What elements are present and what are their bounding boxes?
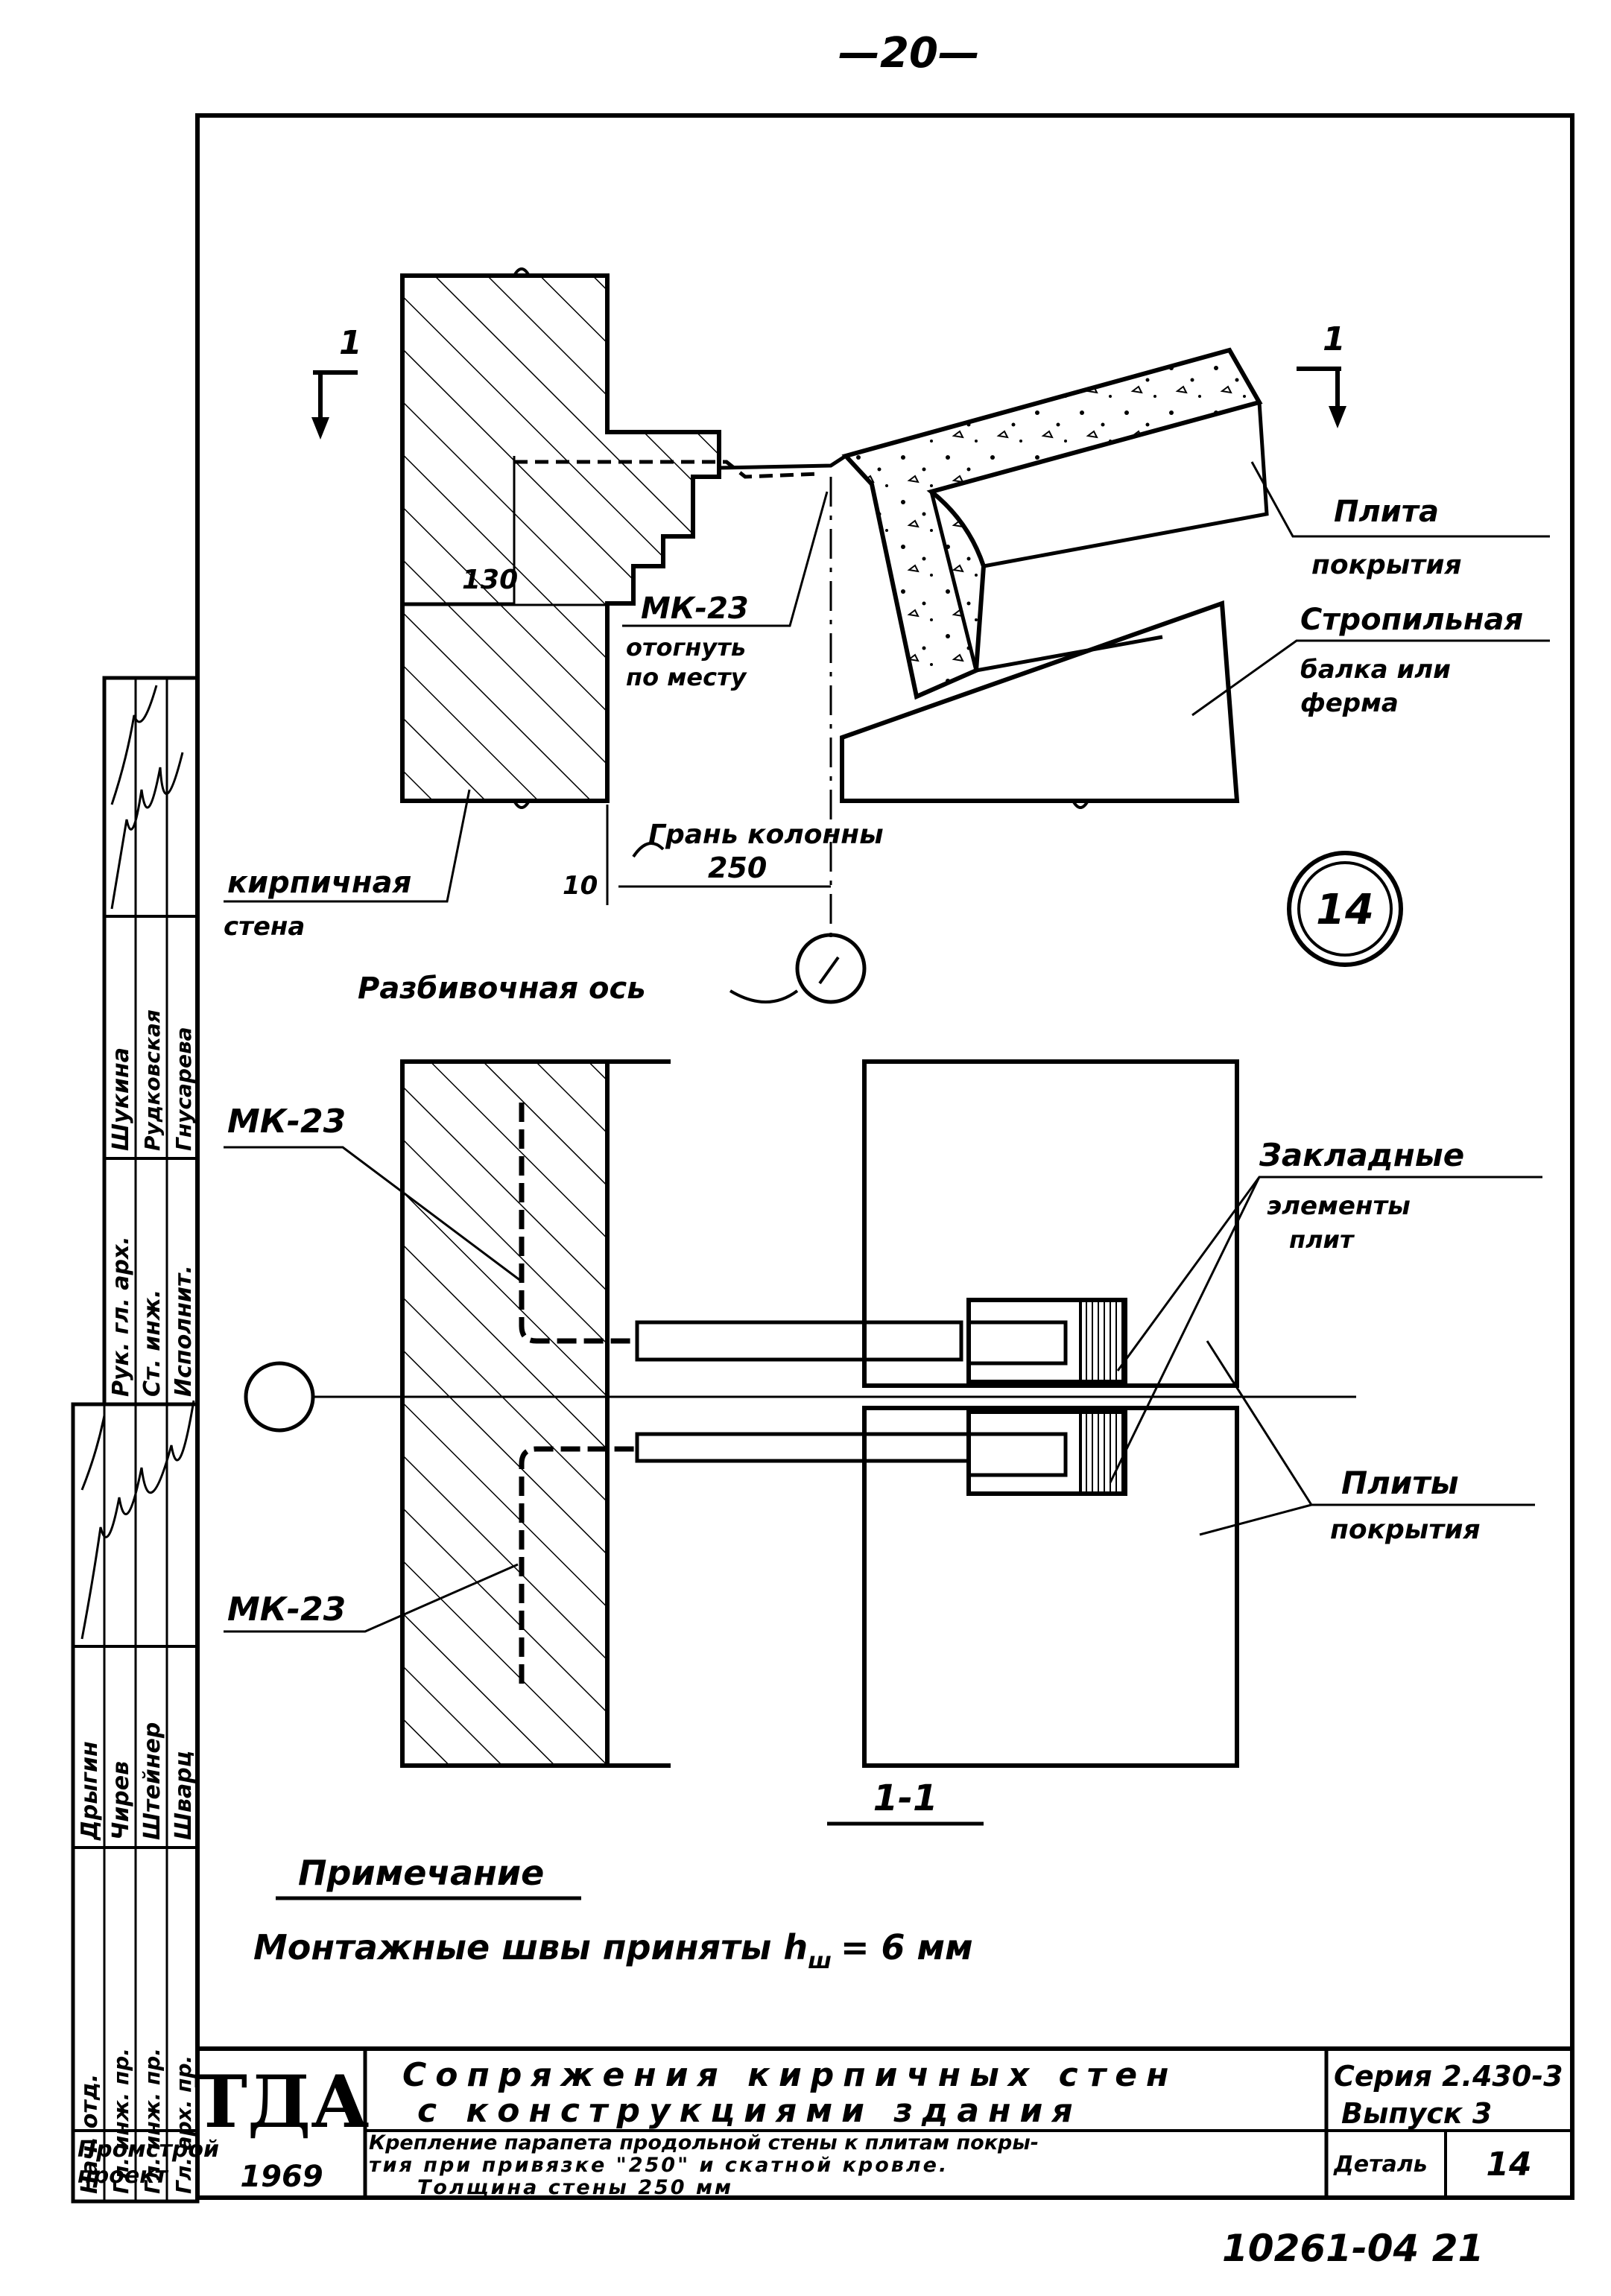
- label-brick-1: кирпичная: [227, 866, 411, 900]
- detail-label: Деталь: [1333, 2151, 1428, 2178]
- title-line-1: Сопряжения кирпичных стен: [402, 2056, 1177, 2094]
- brick-wall: [400, 273, 721, 803]
- stamp-top-role-2: Ст. инж.: [139, 1290, 165, 1397]
- axis-circle-plan: [244, 1361, 315, 1433]
- stamp-bottom-name-1: Дрыгин: [77, 1741, 103, 1841]
- note-text: Монтажные швы приняты hш = 6 мм: [253, 1927, 973, 1974]
- dim-10: 10: [563, 871, 598, 901]
- roof-slab-concrete: [841, 347, 1263, 700]
- org-line-2: проект: [77, 2163, 169, 2189]
- axis-circle: [795, 933, 867, 1004]
- signatures-bottom: [80, 1400, 195, 1640]
- label-mk23-plan-bottom: МК-23: [227, 1591, 346, 1629]
- drawing-code: 10261-04 21: [1222, 2227, 1484, 2270]
- note-text-main: Монтажные швы приняты h: [253, 1927, 808, 1967]
- note-subscript: ш: [808, 1948, 832, 1974]
- series: Серия 2.430-3: [1334, 2060, 1563, 2093]
- desc-line-2: тия при привязке "250" и скатной кровле.: [369, 2154, 949, 2177]
- section-view: МК-23 МК-23 Закладные элементы плит Плит…: [224, 1059, 1542, 1826]
- note-value: = 6 мм: [841, 1927, 973, 1967]
- label-embedded-2: элементы: [1267, 1191, 1411, 1221]
- year: 1969: [240, 2160, 323, 2194]
- stamp-bottom-role-1: Нач. отд.: [77, 2074, 103, 2194]
- stamp-top-role-3: Исполнит.: [171, 1265, 197, 1397]
- label-embedded-3: плит: [1289, 1225, 1355, 1254]
- stamp-bottom-role-3: Гл. инж. пр.: [140, 2048, 165, 2194]
- stamp-top-name-2: Рудковская: [140, 1009, 165, 1151]
- label-rafter-1: Стропильная: [1300, 603, 1523, 637]
- section-brick-wall: [400, 1059, 610, 1768]
- stamp-top-name-3: Гнусарева: [171, 1027, 196, 1151]
- layout-axis-label: Разбивочная ось: [358, 971, 645, 1006]
- detail-value: 14: [1486, 2146, 1531, 2184]
- label-plates-1: Плиты: [1341, 1465, 1459, 1501]
- desc-line-1: Крепление парапета продольной стены к пл…: [369, 2131, 1039, 2154]
- column-face-label: Грань колонны: [648, 819, 884, 850]
- stamp-top-role-1: Рук. гл. арх.: [108, 1236, 134, 1397]
- label-slab-2: покрытия: [1311, 550, 1462, 580]
- dim-130: 130: [462, 565, 518, 595]
- stamp-bottom-role-4: Гл. арх. пр.: [171, 2055, 196, 2194]
- page-number: —20—: [838, 29, 980, 77]
- issue: Выпуск 3: [1341, 2097, 1492, 2130]
- note-title: Примечание: [298, 1853, 544, 1893]
- plate-lower: [862, 1406, 1239, 1768]
- label-bend-1: отогнуть: [626, 633, 746, 662]
- detail-circle-inner: [1297, 861, 1393, 957]
- side-stamp: Рук. гл. арх. Ст. инж. Исполнит. Шукина …: [71, 676, 200, 2204]
- section-mark-left: 1: [339, 324, 362, 362]
- label-rafter-3: ферма: [1300, 688, 1399, 718]
- stamp-bottom-role-2: Гл. инж. пр.: [109, 2048, 133, 2194]
- label-brick-2: стена: [224, 912, 305, 942]
- strip-upper: [635, 1320, 963, 1362]
- strip-lower: [635, 1432, 975, 1463]
- stamp-bottom-name-4: Шварц: [171, 1751, 197, 1840]
- title-block: Промстрой проект ТДА 1969 Сопряжения кир…: [73, 2046, 1574, 2200]
- elevation-view: 130 10 250 Грань колонны Разбивочная ось…: [224, 267, 1550, 1006]
- signatures-top: [110, 685, 184, 910]
- label-mk23-plan-top: МК-23: [227, 1103, 346, 1141]
- rafter-beam: [840, 600, 1240, 803]
- note: Примечание Монтажные швы приняты hш = 6 м…: [253, 1853, 973, 1974]
- desc-line-3: Толщина стены 250 мм: [417, 2176, 733, 2199]
- section-title: 1-1: [873, 1778, 938, 1819]
- dim-250: 250: [708, 852, 767, 884]
- label-slab-1: Плита: [1334, 495, 1439, 529]
- label-rafter-2: балка или: [1300, 655, 1451, 685]
- label-bend-2: по месту: [626, 663, 747, 691]
- org-line-1: Промстрой: [77, 2137, 219, 2163]
- detail-circle-outer: [1287, 851, 1403, 967]
- label-mk23-top: МК-23: [641, 592, 749, 626]
- stamp-top-name-1: Шукина: [108, 1047, 134, 1151]
- section-mark-right: 1: [1323, 320, 1346, 358]
- label-plates-2: покрытия: [1330, 1515, 1481, 1545]
- label-embedded-1: Закладные: [1259, 1137, 1464, 1173]
- stamp-bottom-name-3: Штейнер: [139, 1722, 165, 1840]
- title-line-2: с конструкциями здания: [417, 2092, 1082, 2130]
- stamp-bottom-name-2: Чирев: [108, 1761, 134, 1840]
- detail-number: 14: [1316, 886, 1374, 934]
- logo: ТДА: [194, 2060, 370, 2144]
